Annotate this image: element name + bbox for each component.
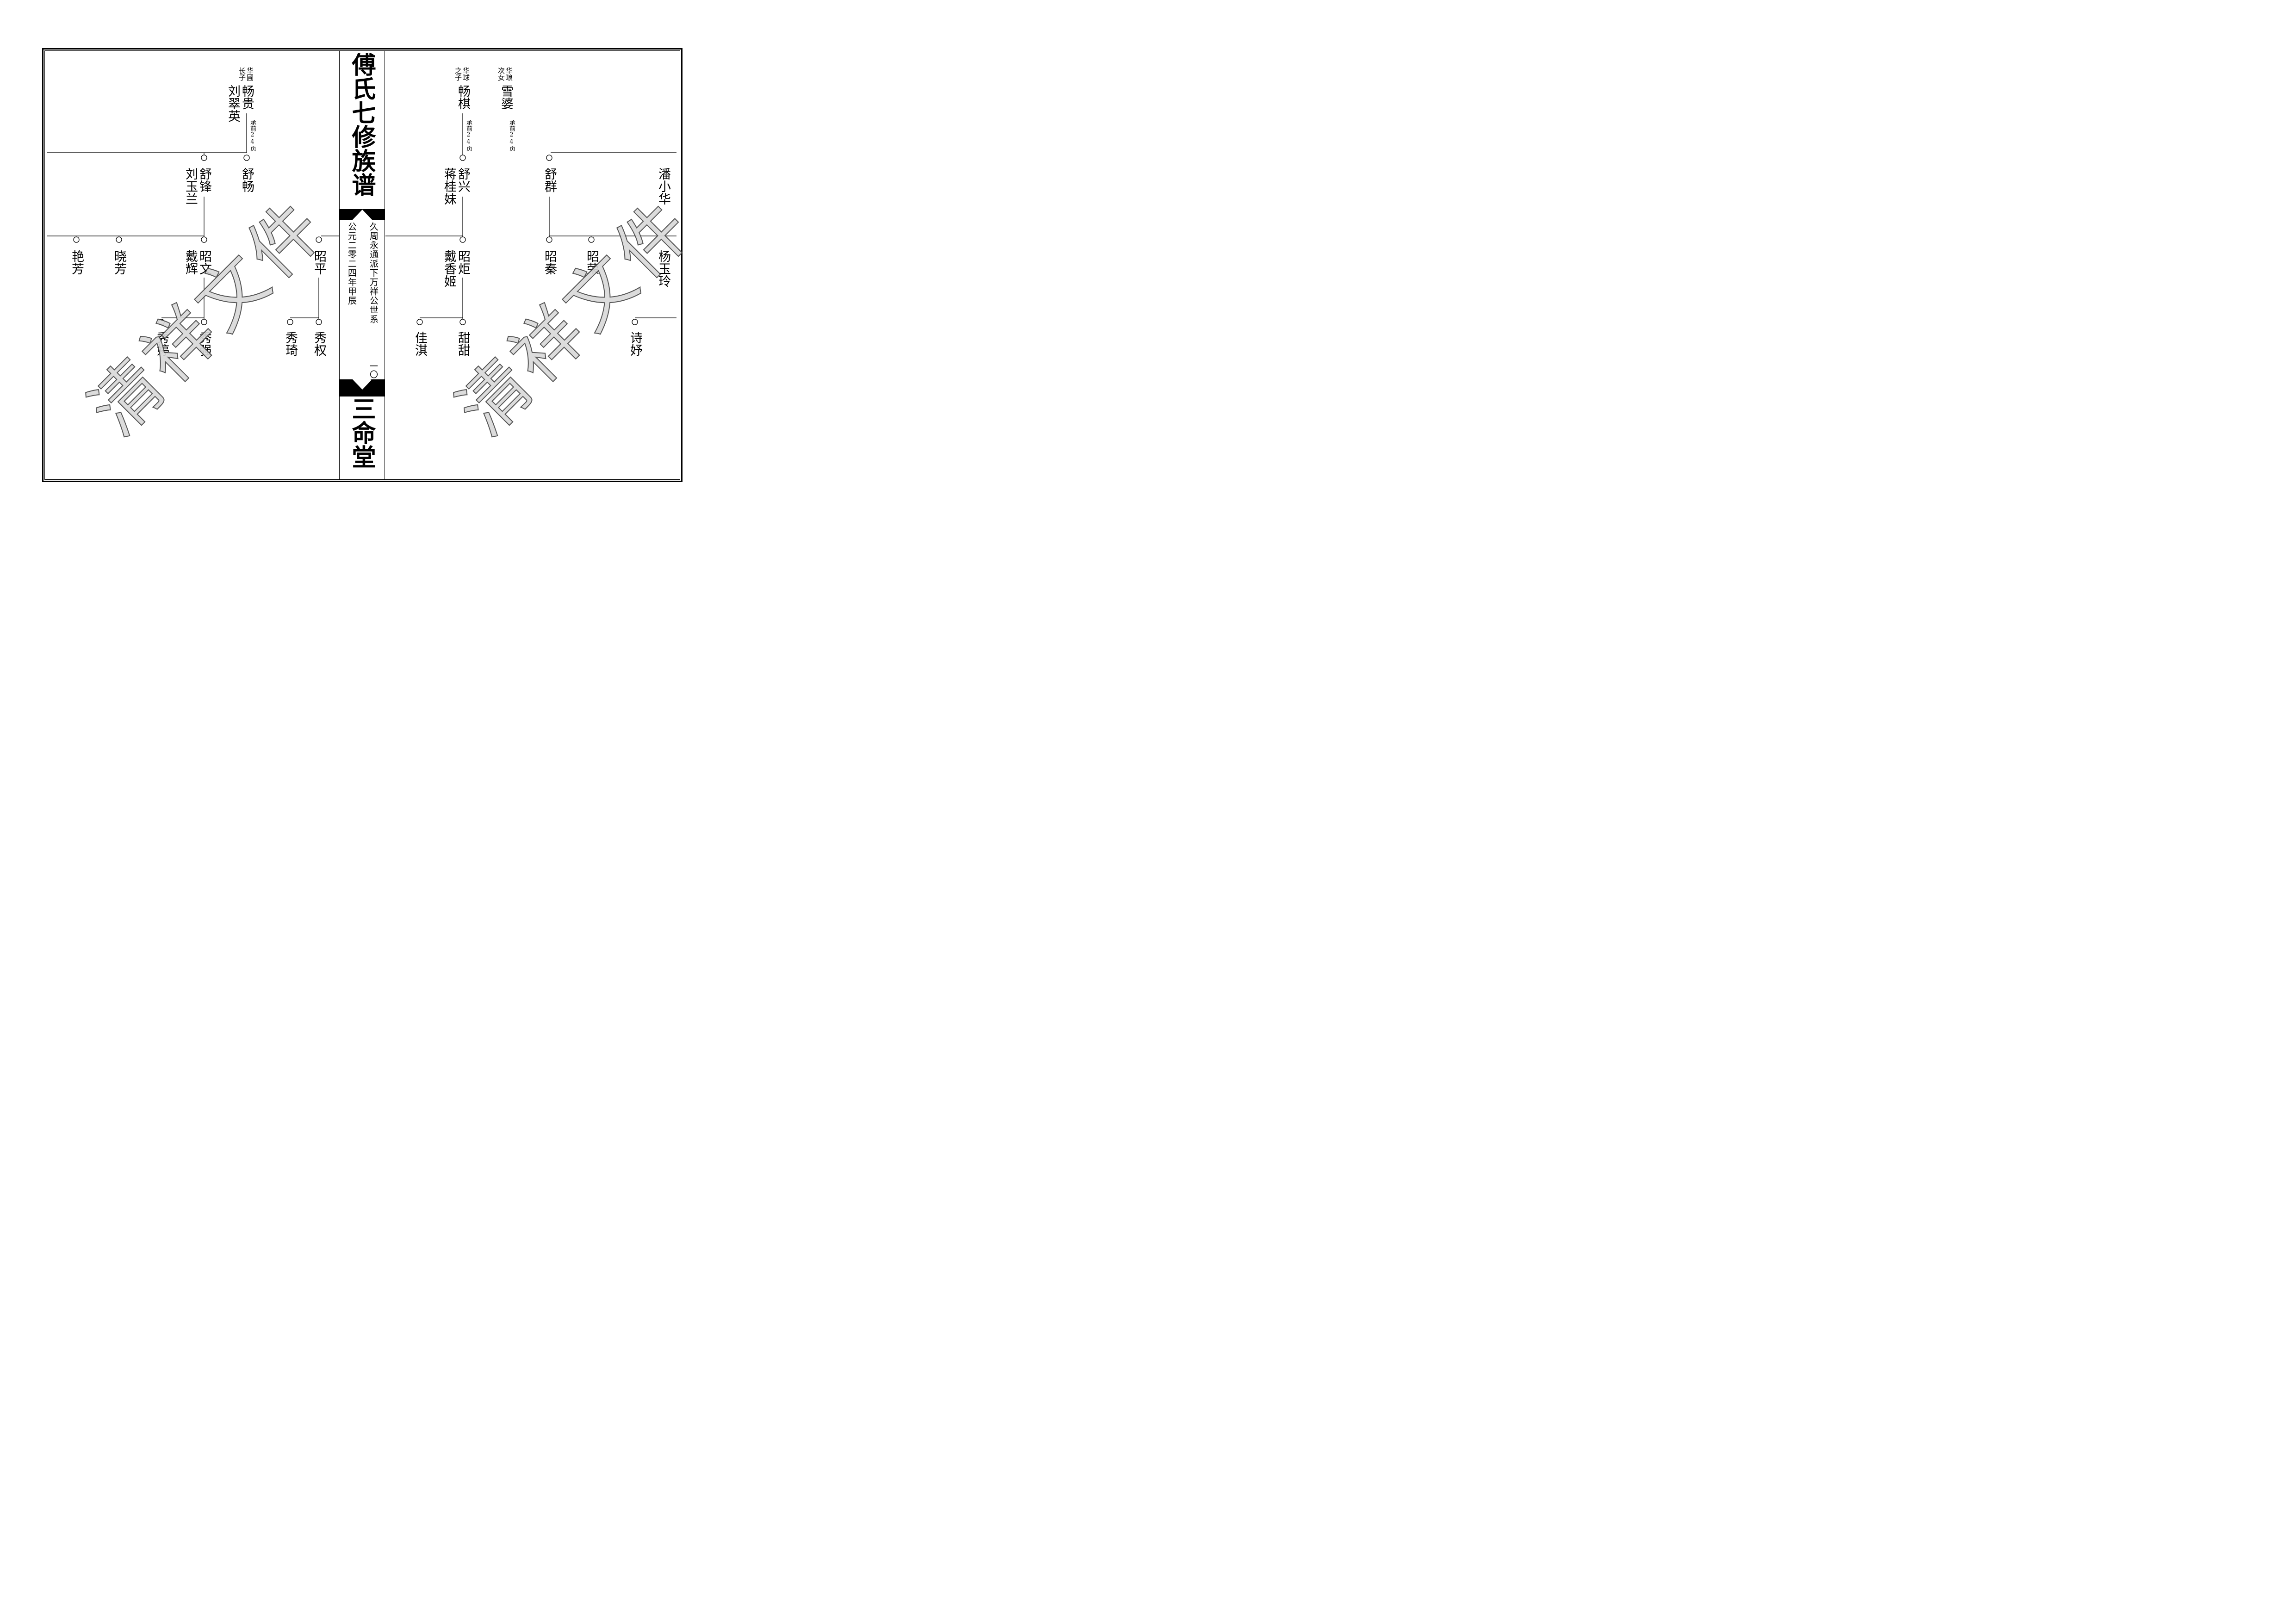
ancestor-note-col2: 长子 [238, 67, 246, 81]
ancestor-spouse: 刘翠英 [226, 85, 240, 122]
node-circle [116, 236, 122, 243]
gen3-name: 秀强 [197, 331, 211, 356]
node-circle [459, 319, 466, 325]
ancestor-note-col1: 华琅 [505, 67, 513, 81]
node-circle [243, 155, 250, 161]
publication-date: 公元二零二四年甲辰 [347, 222, 357, 305]
ancestor-note-col1: 华圃 [246, 67, 254, 81]
node-circle [546, 236, 552, 243]
branch-line: 久周永通派下万祥公世系 [368, 222, 379, 324]
gen2-spouse: 戴香姬 [442, 250, 456, 287]
gen2-name: 昭荣 [584, 250, 599, 275]
lineage-lines [47, 113, 676, 325]
gen3-name: 诗妤 [628, 331, 642, 356]
gen2-name: 艳芳 [69, 250, 84, 275]
spine-ornaments [340, 209, 385, 396]
ancestor-name: 畅棋 [456, 85, 470, 110]
gen1-name: 舒畅 [240, 167, 254, 192]
node-circle [546, 155, 552, 161]
node-circle [588, 236, 595, 243]
gen2-name: 晓芳 [112, 250, 126, 275]
node-circle [201, 155, 207, 161]
gen2-name: 昭平 [312, 250, 326, 275]
node-circle [201, 319, 207, 325]
gen3-name: 佳淇 [413, 331, 427, 356]
book-title: 傅氏七修族谱 [348, 52, 375, 197]
page-inner-border [44, 50, 680, 480]
continuation-ref: 承前24页 [465, 119, 472, 151]
gen2-name: 昭文 [197, 250, 211, 275]
gen3-name: 甜甜 [456, 331, 470, 356]
gen1-spouse: 蒋桂妹 [442, 167, 456, 205]
node-circle [632, 319, 638, 325]
gen3-name: 秀权 [312, 331, 326, 356]
node-circle [459, 236, 466, 243]
node-circle [287, 319, 293, 325]
book-spine [339, 50, 385, 480]
gen2-spouse: 戴辉 [183, 250, 198, 275]
gen2-name: 昭炬 [456, 250, 470, 275]
gen2-spouse: 杨玉玲 [656, 250, 670, 287]
gen1-spouse: 潘小华 [656, 167, 670, 205]
page-number: 一〇五 [368, 362, 378, 387]
node-circle [416, 319, 423, 325]
gen1-name: 舒锋 [197, 167, 211, 192]
node-circle [158, 319, 165, 325]
node-circle [73, 236, 80, 243]
gen3-name: 秀婷 [155, 331, 169, 356]
node-circle [201, 236, 207, 243]
node-circle [459, 155, 466, 161]
continuation-ref: 承前24页 [249, 119, 256, 151]
page-outer-border [42, 48, 683, 482]
gen1-spouse: 刘玉兰 [183, 167, 198, 205]
gen1-name: 舒群 [542, 167, 557, 192]
node-circle [316, 319, 322, 325]
node-circle [316, 236, 322, 243]
ancestor-name: 雪婆 [499, 85, 513, 110]
ancestor-note-col2: 次女 [497, 67, 505, 81]
gen3-name: 秀琦 [283, 331, 298, 356]
gen2-name: 昭秦 [542, 250, 557, 275]
ancestor-note-col1: 华球 [462, 67, 470, 81]
ancestor-note-col2: 之子 [454, 67, 462, 81]
continuation-ref: 承前24页 [508, 119, 515, 151]
gen1-name: 舒兴 [456, 167, 470, 192]
hall-name: 三命堂 [348, 396, 375, 469]
ancestor-name: 畅贵 [240, 85, 254, 110]
